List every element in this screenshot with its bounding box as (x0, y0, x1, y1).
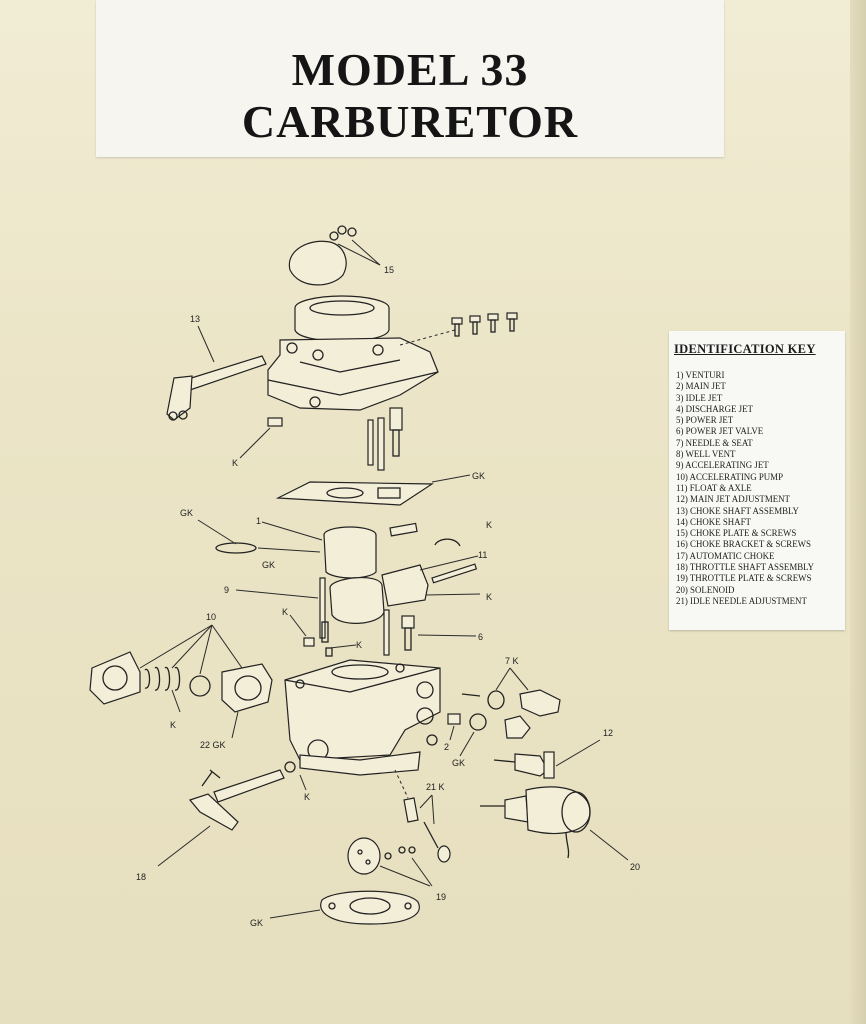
key-item: 5) POWER JET (676, 415, 734, 426)
callout-22gk: 22 GK (200, 740, 226, 750)
board-edge (850, 0, 866, 1024)
main-jet-adjustment (493, 739, 601, 779)
callout-k6: K (170, 720, 176, 730)
callout-9: 9 (224, 585, 229, 595)
callout-gk2: GK (180, 508, 193, 518)
misc-screws-jets (239, 407, 403, 471)
key-list: 1) VENTURI 2) MAIN JET 3) IDLE JET 4) DI… (676, 370, 845, 607)
accel-jet (235, 577, 477, 657)
choke-shaft (166, 325, 267, 421)
key-item: 19) THROTTLE PLATE & SCREWS (676, 573, 812, 584)
top-gasket (275, 474, 471, 506)
o-ring (197, 519, 321, 554)
key-item: 9) ACCELERATING JET (676, 460, 769, 471)
callout-gk1: GK (472, 471, 485, 481)
key-item: 20) SOLENOID (676, 584, 735, 595)
base-gasket (269, 890, 420, 925)
callout-18: 18 (136, 872, 146, 882)
accel-pump (89, 624, 273, 739)
callout-21k: 21 K (426, 782, 445, 792)
key-item: 11) FLOAT & AXLE (676, 482, 752, 493)
main-jet (447, 713, 531, 757)
callout-k5: K (356, 640, 362, 650)
choke-plate (288, 225, 381, 286)
callout-13: 13 (190, 314, 200, 324)
title-card: MODEL 33 CARBURETOR (96, 0, 724, 157)
callout-6: 6 (478, 632, 483, 642)
callout-2: 2 (444, 742, 449, 752)
callout-k4: K (282, 607, 288, 617)
top-screws (451, 312, 518, 337)
needle-seat (461, 667, 561, 717)
callout-1: 1 (256, 516, 261, 526)
key-item: 10) ACCELERATING PUMP (676, 471, 784, 482)
key-item: 14) CHOKE SHAFT (676, 516, 751, 527)
title-line-2: CARBURETOR (241, 96, 579, 147)
callout-gk5: GK (250, 918, 263, 928)
key-item: 17) AUTOMATIC CHOKE (676, 550, 775, 561)
air-horn-body (267, 295, 456, 411)
callout-k3: K (486, 592, 492, 602)
key-item: 8) WELL VENT (676, 449, 736, 460)
callout-k7: K (304, 792, 310, 802)
title-line-1: MODEL 33 (291, 44, 529, 95)
key-item: 18) THROTTLE SHAFT ASSEMBLY (676, 562, 815, 573)
callout-gk3: GK (262, 560, 275, 570)
callout-7k: 7 K (505, 656, 519, 666)
callout-19: 19 (436, 892, 446, 902)
key-heading: IDENTIFICATION KEY (674, 342, 816, 356)
callout-12: 12 (603, 728, 613, 738)
callout-15: 15 (384, 265, 394, 275)
key-item: 13) CHOKE SHAFT ASSEMBLY (676, 505, 799, 516)
key-item: 2) MAIN JET (676, 381, 726, 392)
key-item: 1) VENTURI (676, 370, 725, 380)
solenoid (480, 786, 629, 861)
identification-key-card: IDENTIFICATION KEY 1) VENTURI 2) MAIN JE… (669, 331, 845, 630)
throttle-plate (347, 837, 433, 887)
venturi (261, 521, 377, 579)
callout-gk4: GK (452, 758, 465, 768)
throttle-shaft (157, 761, 307, 867)
callout-20: 20 (630, 862, 640, 872)
key-item: 4) DISCHARGE JET (676, 403, 753, 414)
key-item: 12) MAIN JET ADJUSTMENT (676, 494, 790, 505)
float (329, 522, 481, 624)
key-item: 3) IDLE JET (676, 392, 723, 403)
key-item: 21) IDLE NEEDLE ADJUSTMENT (676, 595, 807, 606)
idle-needle (394, 769, 451, 863)
key-item: 6) POWER JET VALVE (676, 426, 764, 437)
key-item: 15) CHOKE PLATE & SCREWS (676, 528, 797, 539)
callout-10: 10 (206, 612, 216, 622)
key-item: 7) NEEDLE & SEAT (676, 437, 753, 448)
key-item: 16) CHOKE BRACKET & SCREWS (676, 539, 811, 550)
callout-k1: K (232, 458, 238, 468)
main-body (284, 644, 441, 776)
callout-k2: K (486, 520, 492, 530)
callout-11: 11 (478, 550, 487, 560)
